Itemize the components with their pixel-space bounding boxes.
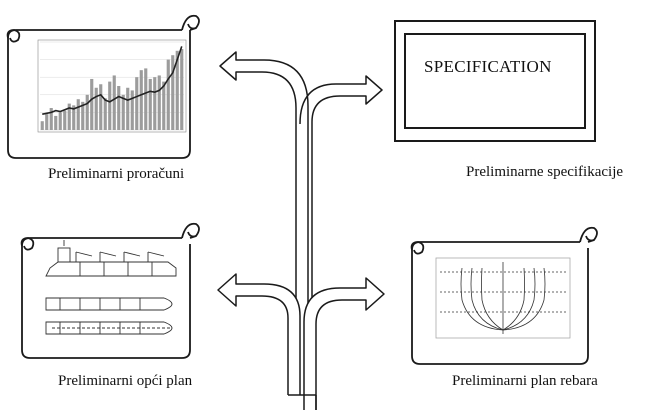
chart-bar (162, 81, 166, 130)
chart-bar (49, 108, 53, 130)
caption-specification: Preliminarne specifikacije (466, 164, 624, 180)
chart-bar (108, 81, 112, 130)
flow-arrows (217, 51, 385, 410)
chart-bar (130, 90, 134, 130)
chart-bar (180, 49, 184, 130)
chart-bar (175, 50, 179, 130)
chart-bar (166, 59, 170, 130)
caption-frame-plan: Preliminarni plan rebara (452, 373, 598, 389)
frame-plan-drawing (435, 257, 571, 339)
caption-general-plan: Preliminarni opći plan (58, 373, 193, 389)
chart-bar (90, 78, 94, 130)
chart-bar (67, 103, 71, 130)
chart-bar (94, 87, 98, 130)
chart-bar (135, 77, 139, 130)
general-plan-drawing (45, 240, 177, 335)
arrow-to-specification (299, 75, 383, 395)
arrow-to-frame-plan (303, 277, 385, 410)
frame-plan-scroll (410, 226, 598, 365)
chart-bar (45, 114, 49, 130)
calculations-chart (40, 41, 184, 131)
chart-bar (81, 101, 85, 130)
chart-bar (40, 121, 44, 130)
chart-bar (171, 55, 175, 131)
chart-bar (63, 110, 67, 130)
chart-bar (85, 94, 89, 130)
chart-bar (139, 70, 143, 130)
chart-bar (157, 75, 161, 130)
chart-bar (148, 78, 152, 130)
trunk-lines (288, 394, 317, 410)
chart-bar (144, 68, 148, 130)
chart-bar (103, 98, 107, 130)
arrow-to-general-plan (217, 273, 301, 395)
calculations-trend-line (42, 46, 183, 115)
general-plan-scroll (20, 222, 200, 359)
chart-bar (112, 75, 116, 130)
chart-bar (58, 112, 62, 130)
chart-bar (121, 94, 125, 130)
chart-bar (153, 77, 157, 130)
chart-bar (99, 84, 103, 130)
chart-bar (117, 86, 121, 130)
chart-bar (76, 99, 80, 130)
chart-bar (126, 87, 130, 130)
specification-frame (394, 20, 596, 142)
specification-box-text: SPECIFICATION (424, 57, 552, 76)
caption-calculations: Preliminarni proračuni (48, 166, 185, 182)
chart-bar (72, 105, 76, 130)
chart-bar (54, 115, 58, 130)
calculations-scroll (6, 14, 200, 159)
